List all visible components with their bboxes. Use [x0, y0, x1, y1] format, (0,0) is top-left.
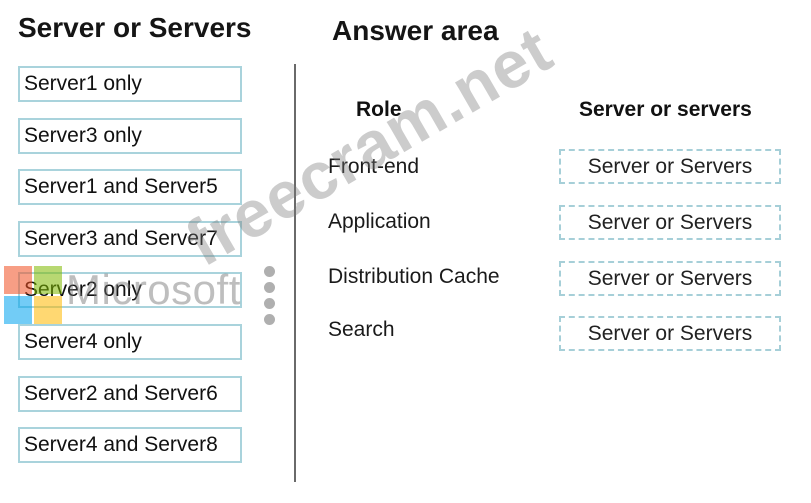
option-server4-only[interactable]: Server4 only [18, 323, 242, 360]
option-server4-and-server8[interactable]: Server4 and Server8 [18, 427, 242, 464]
answer-slot-distribution-cache[interactable]: Server or Servers [559, 261, 781, 296]
options-heading: Server or Servers [18, 12, 252, 43]
panel-divider [294, 64, 296, 482]
role-distribution-cache: Distribution Cache [328, 265, 500, 288]
microsoft-watermark-text: Microsoft [66, 266, 241, 313]
logo-square-red [4, 266, 32, 294]
option-server1-and-server5[interactable]: Server1 and Server5 [18, 169, 242, 206]
role-application: Application [328, 210, 431, 233]
microsoft-logo-icon [4, 266, 62, 324]
answer-area-heading: Answer area [332, 15, 499, 46]
servers-column-header: Server or servers [579, 98, 752, 121]
answer-slot-application[interactable]: Server or Servers [559, 205, 781, 240]
option-server3-and-server7[interactable]: Server3 and Server7 [18, 220, 242, 257]
answer-slot-search[interactable]: Server or Servers [559, 316, 781, 351]
option-server1-only[interactable]: Server1 only [18, 66, 242, 102]
logo-square-yellow [34, 296, 62, 324]
option-server2-and-server6[interactable]: Server2 and Server6 [18, 375, 242, 412]
logo-square-green [34, 266, 62, 294]
answer-slot-front-end[interactable]: Server or Servers [559, 149, 781, 184]
option-server3-only[interactable]: Server3 only [18, 117, 242, 154]
logo-square-blue [4, 296, 32, 324]
role-search: Search [328, 318, 395, 341]
role-column-header: Role [356, 98, 402, 121]
role-front-end: Front-end [328, 155, 420, 178]
more-vertical-icon [262, 266, 276, 326]
